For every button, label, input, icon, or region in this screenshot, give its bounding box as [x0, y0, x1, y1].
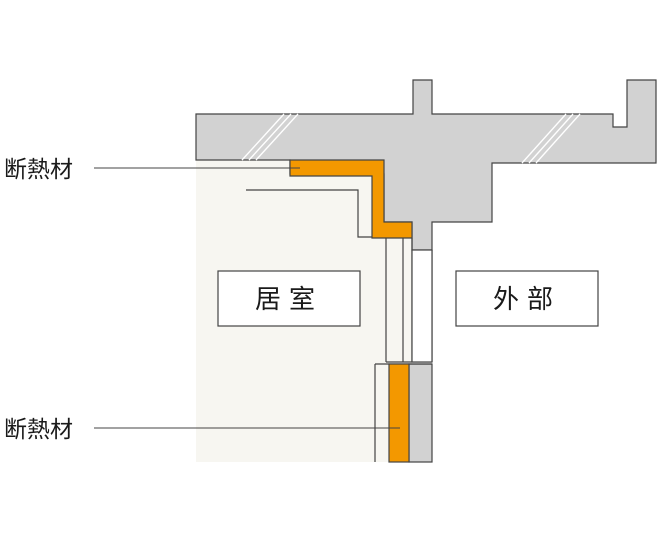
- insulation-label-bottom: 断熱材: [4, 417, 73, 443]
- ceiling-finish-line: [246, 189, 372, 238]
- slab-hatch: [241, 113, 581, 164]
- window-glass: [411, 249, 433, 363]
- room-exterior-box: [455, 270, 599, 327]
- room-interior-box: [217, 270, 361, 327]
- insulation-bottom: [388, 363, 410, 463]
- room-exterior-label: 外部: [493, 285, 561, 315]
- lower-wall-concrete: [408, 363, 433, 463]
- room-interior-label: 居室: [255, 285, 323, 315]
- insulation-label-top: 断熱材: [4, 157, 73, 183]
